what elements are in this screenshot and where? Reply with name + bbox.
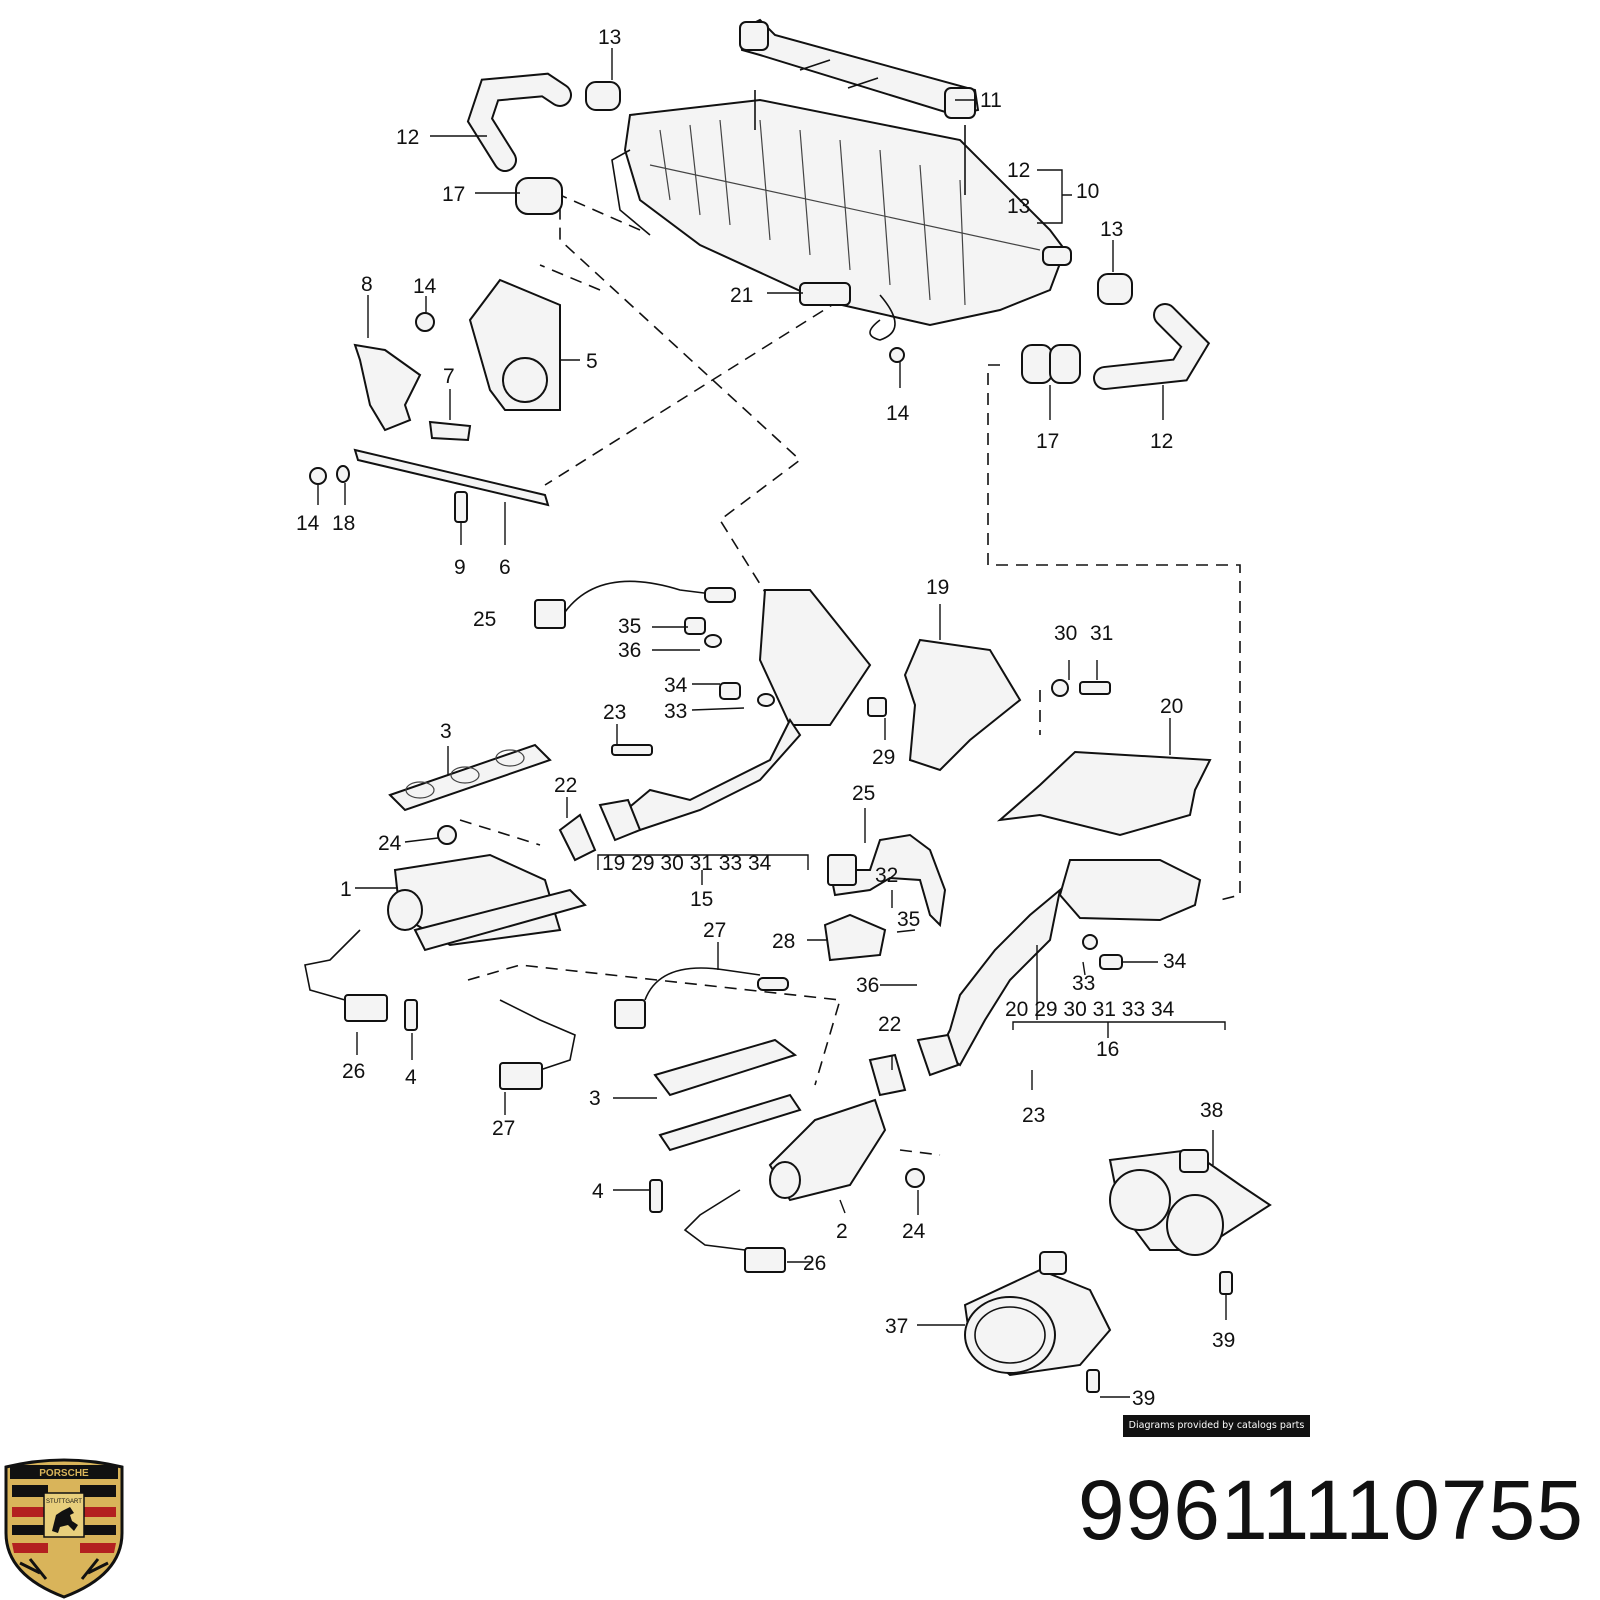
cat-converter-upper (598, 589, 887, 842)
muffler-mount-bracket (738, 18, 980, 195)
dashed-connection-lines (459, 193, 1241, 1156)
callout-33: 33 (664, 700, 687, 723)
callout-27: 27 (492, 1117, 515, 1140)
callout-14: 14 (413, 275, 437, 298)
callout-18: 18 (332, 512, 355, 535)
callout-28: 28 (772, 930, 795, 953)
tailpipe-tips (963, 1148, 1272, 1393)
callout-39: 39 (1132, 1387, 1155, 1410)
heat-shield-19 (903, 638, 1022, 772)
callout-7: 7 (443, 365, 455, 388)
callout-26: 26 (803, 1252, 826, 1275)
callout-group-15-parts: 19 29 30 31 33 34 (602, 852, 772, 875)
callout-17: 17 (1036, 430, 1059, 453)
callout-16: 16 (1096, 1038, 1119, 1061)
callout-2: 2 (836, 1220, 848, 1243)
nut-14-right (889, 347, 905, 363)
callout-10: 10 (1076, 180, 1099, 203)
callout-3: 3 (589, 1087, 601, 1110)
callout-3: 3 (440, 720, 452, 743)
callout-12: 12 (1007, 159, 1030, 182)
callout-4: 4 (592, 1180, 604, 1203)
callout-12: 12 (1150, 430, 1173, 453)
callout-30: 30 (1054, 622, 1077, 645)
callout-9: 9 (454, 556, 466, 579)
porsche-crest-icon: PORSCHE STUTTGART (4, 1458, 124, 1599)
hanger-loop (869, 294, 896, 341)
callout-32: 32 (875, 864, 898, 887)
callout-14: 14 (886, 402, 910, 425)
callout-21: 21 (730, 284, 753, 307)
callout-35: 35 (618, 615, 641, 638)
washer-30 (1051, 679, 1069, 697)
bracket-21 (799, 282, 851, 306)
callout-group-16-parts: 20 29 30 31 33 34 (1005, 998, 1175, 1021)
leader-lines (317, 48, 1227, 1398)
callout-15: 15 (690, 888, 713, 911)
callout-34: 34 (1163, 950, 1187, 973)
callout-36: 36 (856, 974, 879, 997)
diagram-credit-badge: Diagrams provided by catalogs parts (1123, 1415, 1310, 1437)
callout-6: 6 (499, 556, 511, 579)
callout-24: 24 (378, 832, 402, 855)
bolt-31 (1079, 681, 1111, 695)
part-number: 99611110755 (1077, 1463, 1584, 1557)
clamps (515, 81, 1133, 384)
callout-8: 8 (361, 273, 373, 296)
callout-26: 26 (342, 1060, 365, 1083)
callout-13: 13 (1007, 195, 1030, 218)
manifold-cat-right-2 (649, 1038, 925, 1213)
callout-labels: 13 12 17 11 12 10 13 13 21 8 14 5 7 14 1… (296, 26, 1235, 1410)
callout-36: 36 (618, 639, 641, 662)
rear-muffler (611, 98, 1072, 327)
oxygen-sensor-upper-25 (534, 580, 775, 756)
hoses (466, 72, 1211, 390)
bracket-28 (823, 913, 887, 962)
callout-13: 13 (1100, 218, 1123, 241)
callout-25: 25 (473, 608, 496, 631)
callout-38: 38 (1200, 1099, 1223, 1122)
oxygen-sensors-26-27 (304, 833, 947, 1273)
callout-25: 25 (852, 782, 875, 805)
callout-23: 23 (603, 701, 626, 724)
callout-11: 11 (980, 89, 1002, 112)
heat-shield-20 (996, 750, 1212, 837)
svg-text:PORSCHE: PORSCHE (39, 1468, 89, 1479)
callout-14: 14 (296, 512, 320, 535)
callout-13: 13 (598, 26, 621, 49)
callout-22: 22 (878, 1013, 901, 1036)
callout-33: 33 (1072, 972, 1095, 995)
callout-20: 20 (1160, 695, 1183, 718)
callout-29: 29 (872, 746, 895, 769)
callout-34: 34 (664, 674, 688, 697)
callout-22: 22 (554, 774, 577, 797)
callout-31: 31 (1090, 622, 1113, 645)
svg-text:STUTTGART: STUTTGART (46, 1499, 82, 1505)
callout-35: 35 (897, 908, 920, 931)
manifold-cat-left-1 (387, 743, 597, 1031)
callout-12: 12 (396, 126, 419, 149)
callout-5: 5 (586, 350, 598, 373)
callout-1: 1 (340, 878, 352, 901)
callout-4: 4 (405, 1066, 417, 1089)
mount-brackets (309, 278, 561, 523)
callout-37: 37 (885, 1315, 908, 1338)
callout-24: 24 (902, 1220, 926, 1243)
callout-23: 23 (1022, 1104, 1045, 1127)
callout-27: 27 (703, 919, 726, 942)
callout-17: 17 (442, 183, 465, 206)
callout-19: 19 (926, 576, 949, 599)
callout-39: 39 (1212, 1329, 1235, 1352)
cat-converter-lower (916, 859, 1202, 1077)
